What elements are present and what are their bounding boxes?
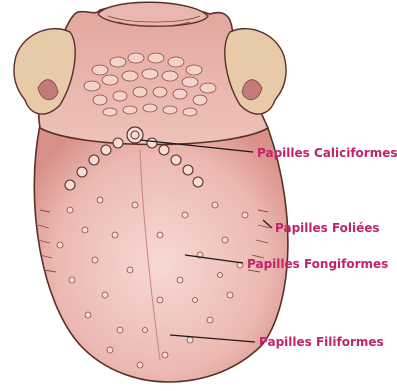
tongue-body (34, 118, 288, 382)
label-foliees: Papilles Foliées (275, 221, 380, 235)
epiglottis (98, 2, 208, 26)
label-fongiformes: Papilles Fongiformes (247, 257, 388, 271)
label-filiformes: Papilles Filiformes (259, 335, 384, 349)
label-caliciformes: Papilles Caliciformes (257, 146, 397, 160)
